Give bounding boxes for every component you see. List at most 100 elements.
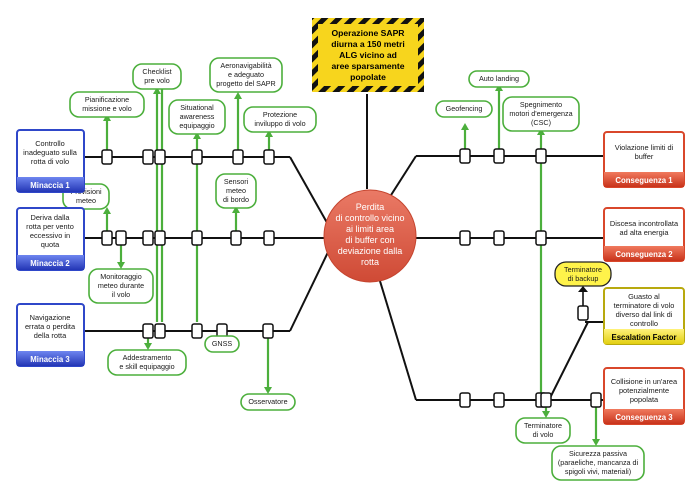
control-arrowhead	[542, 411, 550, 418]
control-aeronavigabilita-line-2: e adeguato	[228, 70, 264, 79]
barrier-marker	[232, 149, 244, 165]
control-arrowhead	[592, 439, 600, 446]
control-protezione-line-2: inviluppo di volo	[254, 119, 305, 128]
control-arrowhead	[232, 206, 240, 213]
threat-1-line-2: inadeguato sulla	[23, 148, 78, 157]
control-arrowhead	[264, 387, 272, 394]
barrier-markers	[101, 148, 602, 408]
threat-2: Deriva dalla rotta per vento eccessivo i…	[16, 207, 85, 271]
consequence-2-line-2: ad alta energia	[620, 228, 670, 237]
central-event-line-4: di buffer con	[345, 235, 394, 245]
central-event-line-6: rotta	[361, 257, 379, 267]
control-gnss: GNSS	[204, 335, 240, 353]
control-arrowhead	[265, 130, 273, 137]
barrier-marker	[493, 148, 505, 164]
barrier-marker	[493, 392, 505, 408]
escalation-line-1: Guasto al	[628, 292, 660, 301]
control-terminatore-line-2: di volo	[533, 430, 554, 439]
consequence-2-footer: Conseguenza 2	[615, 250, 673, 259]
barrier-marker	[142, 149, 154, 165]
consequence-2: Discesa incontrollata ad alta energia Co…	[603, 207, 685, 262]
control-box-frame	[468, 70, 530, 88]
barrier-marker	[263, 230, 275, 246]
barrier-marker	[535, 230, 547, 246]
barrier-marker	[191, 149, 203, 165]
control-arrowhead	[193, 132, 201, 139]
control-sicurezza-line-1: Sicurezza passiva	[569, 449, 627, 458]
consequence-2-line-1: Discesa incontrollata	[610, 219, 679, 228]
control-box-frame	[551, 445, 645, 481]
control-box-frame	[204, 335, 240, 353]
control-pianificazione-line-1: Pianificazione	[85, 95, 129, 104]
consequence-1-line-2: buffer	[635, 152, 654, 161]
control-box-frame	[107, 349, 187, 376]
control-situational-line-3: equipaggio	[179, 121, 214, 130]
escalation-line-2: terminatore di volo	[614, 301, 675, 310]
threat-2-line-2: rotta per vento	[26, 222, 74, 231]
control-spegnimento-line-3: (CSC)	[531, 118, 551, 127]
central-event-line-2: di controllo vicino	[335, 213, 404, 223]
control-box-frame	[215, 173, 257, 209]
barrier-marker	[115, 230, 127, 246]
escalation-line-4: controllo	[630, 319, 658, 328]
control-monitoraggio-line-1: Monitoraggio	[100, 272, 142, 281]
barrier-marker	[101, 149, 113, 165]
control-spegnimento-line-1: Spegnimento	[520, 100, 562, 109]
backup-terminator-line-2: di backup	[568, 274, 599, 283]
control-box-frame	[69, 91, 145, 118]
threat-2-line-4: quota	[41, 240, 60, 249]
control-geofencing-line-1: Geofencing	[446, 104, 483, 113]
top-event-line-4: aree sparsamente	[331, 61, 404, 71]
barrier-marker	[263, 149, 275, 165]
control-monitoraggio-line-3: il volo	[112, 290, 130, 299]
top-event-line-5: popolate	[350, 72, 386, 82]
control-pianificazione-line-2: missione e volo	[82, 104, 132, 113]
threat-3-footer: Minaccia 3	[30, 355, 70, 364]
control-sicurezza-line-3: spigoli vivi, materiali)	[565, 467, 631, 476]
threat-3: Navigazione errata o perdita della rotta…	[16, 303, 85, 367]
consequence-1-footer: Conseguenza 1	[615, 176, 673, 185]
barrier-marker	[191, 323, 203, 339]
central-event: Perdita di controllo vicino ai limiti ar…	[323, 189, 417, 283]
threat-1-footer: Minaccia 1	[30, 181, 70, 190]
consequence-3-line-3: popolata	[630, 395, 659, 404]
control-box-frame	[240, 393, 296, 411]
control-osservatore-line-1: Osservatore	[248, 397, 287, 406]
escalation-line-3: diverso dal link di	[616, 310, 673, 319]
threat-3-line-1: Navigazione	[30, 313, 71, 322]
control-box-frame	[515, 417, 571, 444]
control-monitoraggio-line-2: meteo durante	[98, 281, 144, 290]
barrier-marker	[493, 230, 505, 246]
threat-1-line-3: rotta di volo	[31, 157, 69, 166]
control-box-frame	[209, 57, 283, 93]
threat-1-line-1: Controllo	[35, 139, 65, 148]
control-box-frame	[243, 106, 317, 133]
escalation-factor: Guasto al terminatore di volo diverso da…	[603, 287, 685, 345]
control-box-frame	[168, 99, 226, 135]
control-checklist-line-1: Checklist	[142, 67, 171, 76]
control-autolanding-line-1: Auto landing	[479, 74, 519, 83]
barrier-marker	[459, 230, 471, 246]
consequence-3-line-2: potenzialmente	[619, 386, 669, 395]
control-previsioni-line-1: Previsioni	[70, 187, 102, 196]
control-sensori-line-3: di bordo	[223, 195, 249, 204]
control-previsioni-line-2: meteo	[76, 196, 96, 205]
barrier-marker	[101, 230, 113, 246]
barrier-marker	[191, 230, 203, 246]
consequence-1-line-1: Violazione limiti di	[615, 143, 674, 152]
control-arrowhead	[103, 207, 111, 214]
control-terminatore-line-1: Terminatore	[524, 421, 562, 430]
control-arrowhead	[117, 262, 125, 269]
barrier-marker	[535, 148, 547, 164]
control-osservatore: Osservatore	[240, 393, 296, 411]
control-spegnimento-line-2: motori d'emergenza	[509, 109, 572, 118]
top-event-line-1: Operazione SAPR	[331, 28, 405, 38]
consequence-3: Collisione in un'area potenzialmente pop…	[603, 367, 685, 425]
